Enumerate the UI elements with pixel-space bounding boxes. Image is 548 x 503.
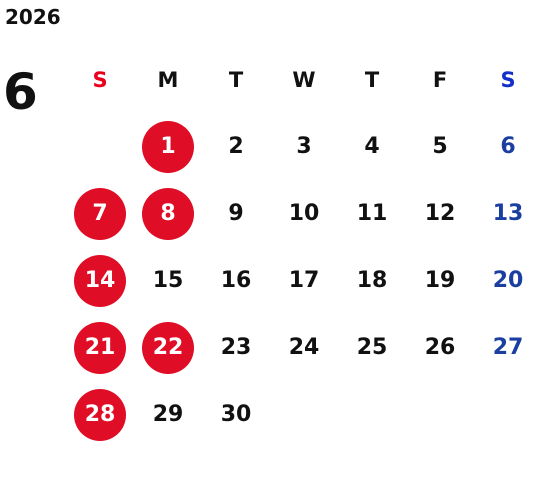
day-cell-saturday: 27 (492, 335, 524, 360)
day-cell: 11 (356, 201, 388, 226)
day-cell: 9 (228, 201, 244, 226)
day-number-highlighted: 1 (142, 120, 194, 173)
day-number-highlighted: 22 (142, 321, 194, 374)
weekday-header-tue: T (228, 67, 244, 92)
week-row-3: 14 15 16 17 18 19 20 (66, 247, 542, 314)
week-row-2: 7 8 9 10 11 12 13 (66, 180, 542, 247)
day-cell: 10 (288, 201, 320, 226)
day-cell: 22 (134, 314, 202, 381)
day-cell: 1 (134, 113, 202, 180)
day-number-highlighted: 7 (74, 187, 126, 240)
day-cell-empty (406, 381, 474, 448)
day-cell: 15 (152, 268, 184, 293)
day-cell: 8 (134, 180, 202, 247)
weekday-header-row: S M T W T F S (66, 46, 542, 113)
day-cell: 29 (152, 402, 184, 427)
day-cell: 25 (356, 335, 388, 360)
day-cell-empty (66, 113, 134, 180)
weekday-header-wed: W (292, 67, 316, 92)
day-cell: 18 (356, 268, 388, 293)
weekday-header-sat: S (500, 67, 516, 92)
calendar-grid: S M T W T F S 1 2 3 4 5 6 7 8 9 10 11 12… (66, 46, 542, 448)
week-row-1: 1 2 3 4 5 6 (66, 113, 542, 180)
weekday-header-thu: T (364, 67, 380, 92)
day-cell: 17 (288, 268, 320, 293)
day-cell: 12 (424, 201, 456, 226)
week-row-5: 28 29 30 (66, 381, 542, 448)
day-cell-empty (474, 381, 542, 448)
day-cell: 5 (432, 134, 448, 159)
day-cell: 7 (66, 180, 134, 247)
day-cell: 19 (424, 268, 456, 293)
day-number-highlighted: 21 (74, 321, 126, 374)
day-cell-saturday: 13 (492, 201, 524, 226)
day-cell: 26 (424, 335, 456, 360)
day-cell: 24 (288, 335, 320, 360)
day-cell: 21 (66, 314, 134, 381)
day-number-highlighted: 8 (142, 187, 194, 240)
day-number-highlighted: 14 (74, 254, 126, 307)
weekday-header-sun: S (92, 67, 108, 92)
day-cell: 28 (66, 381, 134, 448)
day-cell: 30 (220, 402, 252, 427)
week-row-4: 21 22 23 24 25 26 27 (66, 314, 542, 381)
day-cell: 23 (220, 335, 252, 360)
day-cell: 4 (364, 134, 380, 159)
day-cell-empty (338, 381, 406, 448)
year-label: 2026 (5, 5, 61, 29)
day-cell: 14 (66, 247, 134, 314)
day-cell: 2 (228, 134, 244, 159)
day-cell-saturday: 20 (492, 268, 524, 293)
weekday-header-mon: M (157, 67, 179, 92)
day-cell-empty (270, 381, 338, 448)
month-label: 6 (3, 63, 38, 121)
day-cell: 3 (296, 134, 312, 159)
day-cell-saturday: 6 (500, 134, 516, 159)
weekday-header-fri: F (432, 67, 448, 92)
day-cell: 16 (220, 268, 252, 293)
day-number-highlighted: 28 (74, 388, 126, 441)
